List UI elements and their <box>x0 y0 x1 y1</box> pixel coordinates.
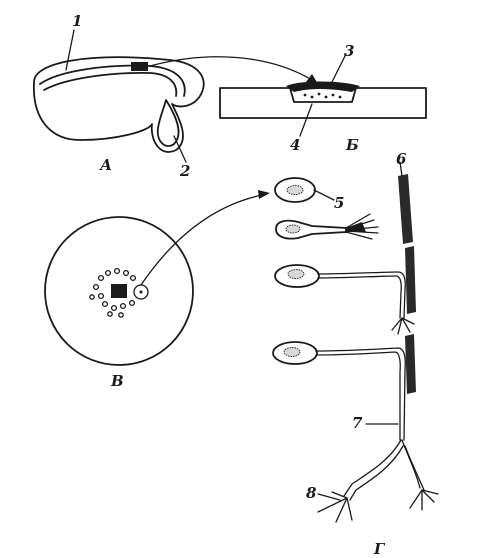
stage4-branch-right-inner <box>404 445 425 491</box>
neural-tube-inner <box>43 72 178 97</box>
arrow-v-to-cell-head <box>258 190 270 199</box>
panel-label-b: Б <box>345 136 359 154</box>
stage4-terminal-left <box>317 491 353 523</box>
neural-tube <box>39 64 186 97</box>
label-6: 6 <box>396 150 407 168</box>
explant-tissue <box>286 81 360 92</box>
explant-cells <box>303 92 342 99</box>
panel-g-neurons <box>272 174 439 523</box>
panel-label-v: В <box>110 372 124 390</box>
label-4: 4 <box>290 136 300 154</box>
stage3-nucleus <box>287 269 305 279</box>
label-1: 1 <box>72 12 82 30</box>
leader-6 <box>399 161 403 177</box>
barrier-segment-1 <box>398 174 413 244</box>
barrier-segment-2 <box>405 246 416 314</box>
leader-4 <box>299 103 313 137</box>
disk-outline <box>44 216 194 366</box>
leader-5 <box>313 189 335 201</box>
stage3-axon-inner <box>317 275 402 319</box>
leader-3 <box>329 53 347 87</box>
arrow-a-to-b-head <box>306 74 318 84</box>
stage3-axon <box>317 271 406 319</box>
stage4-branch-left-inner <box>349 445 404 501</box>
panel-a-embryo <box>33 56 205 153</box>
label-8: 8 <box>306 484 317 502</box>
disk-cells <box>89 267 137 318</box>
neural-crest-block <box>131 62 148 71</box>
stage2-nucleus <box>285 224 301 234</box>
leader-2 <box>173 135 187 163</box>
stage4-axon-inner <box>315 351 401 441</box>
arrow-v-to-cell <box>140 194 263 286</box>
panel-v-disk <box>44 216 194 366</box>
stage4-branch-left <box>343 439 402 497</box>
stage4-branch-right <box>401 439 421 489</box>
arrow-a-to-b <box>149 56 313 81</box>
disk-center-block <box>111 284 127 298</box>
panel-b-culture <box>219 81 427 119</box>
label-2: 2 <box>179 162 190 180</box>
culture-slab <box>219 87 427 119</box>
leader-8 <box>317 493 341 501</box>
culture-well <box>289 87 357 103</box>
embryo-outline <box>33 56 205 153</box>
label-5: 5 <box>334 194 344 212</box>
tail-bud <box>156 99 180 147</box>
stage4-nucleus <box>283 347 301 357</box>
stage4-axon <box>315 347 406 441</box>
leader-1 <box>65 29 75 71</box>
label-7: 7 <box>352 414 363 432</box>
stage2-growth-cone-fill <box>346 222 366 232</box>
stage3-terminal <box>391 317 415 335</box>
label-3: 3 <box>344 42 354 60</box>
stage4-terminal-right <box>409 489 439 511</box>
disk-cell-marked-nucleus <box>139 290 143 294</box>
panel-label-g: Г <box>373 540 386 558</box>
barrier-segment-3 <box>405 334 416 394</box>
stage1-nucleus <box>286 185 304 195</box>
panel-label-a: А <box>99 156 112 174</box>
